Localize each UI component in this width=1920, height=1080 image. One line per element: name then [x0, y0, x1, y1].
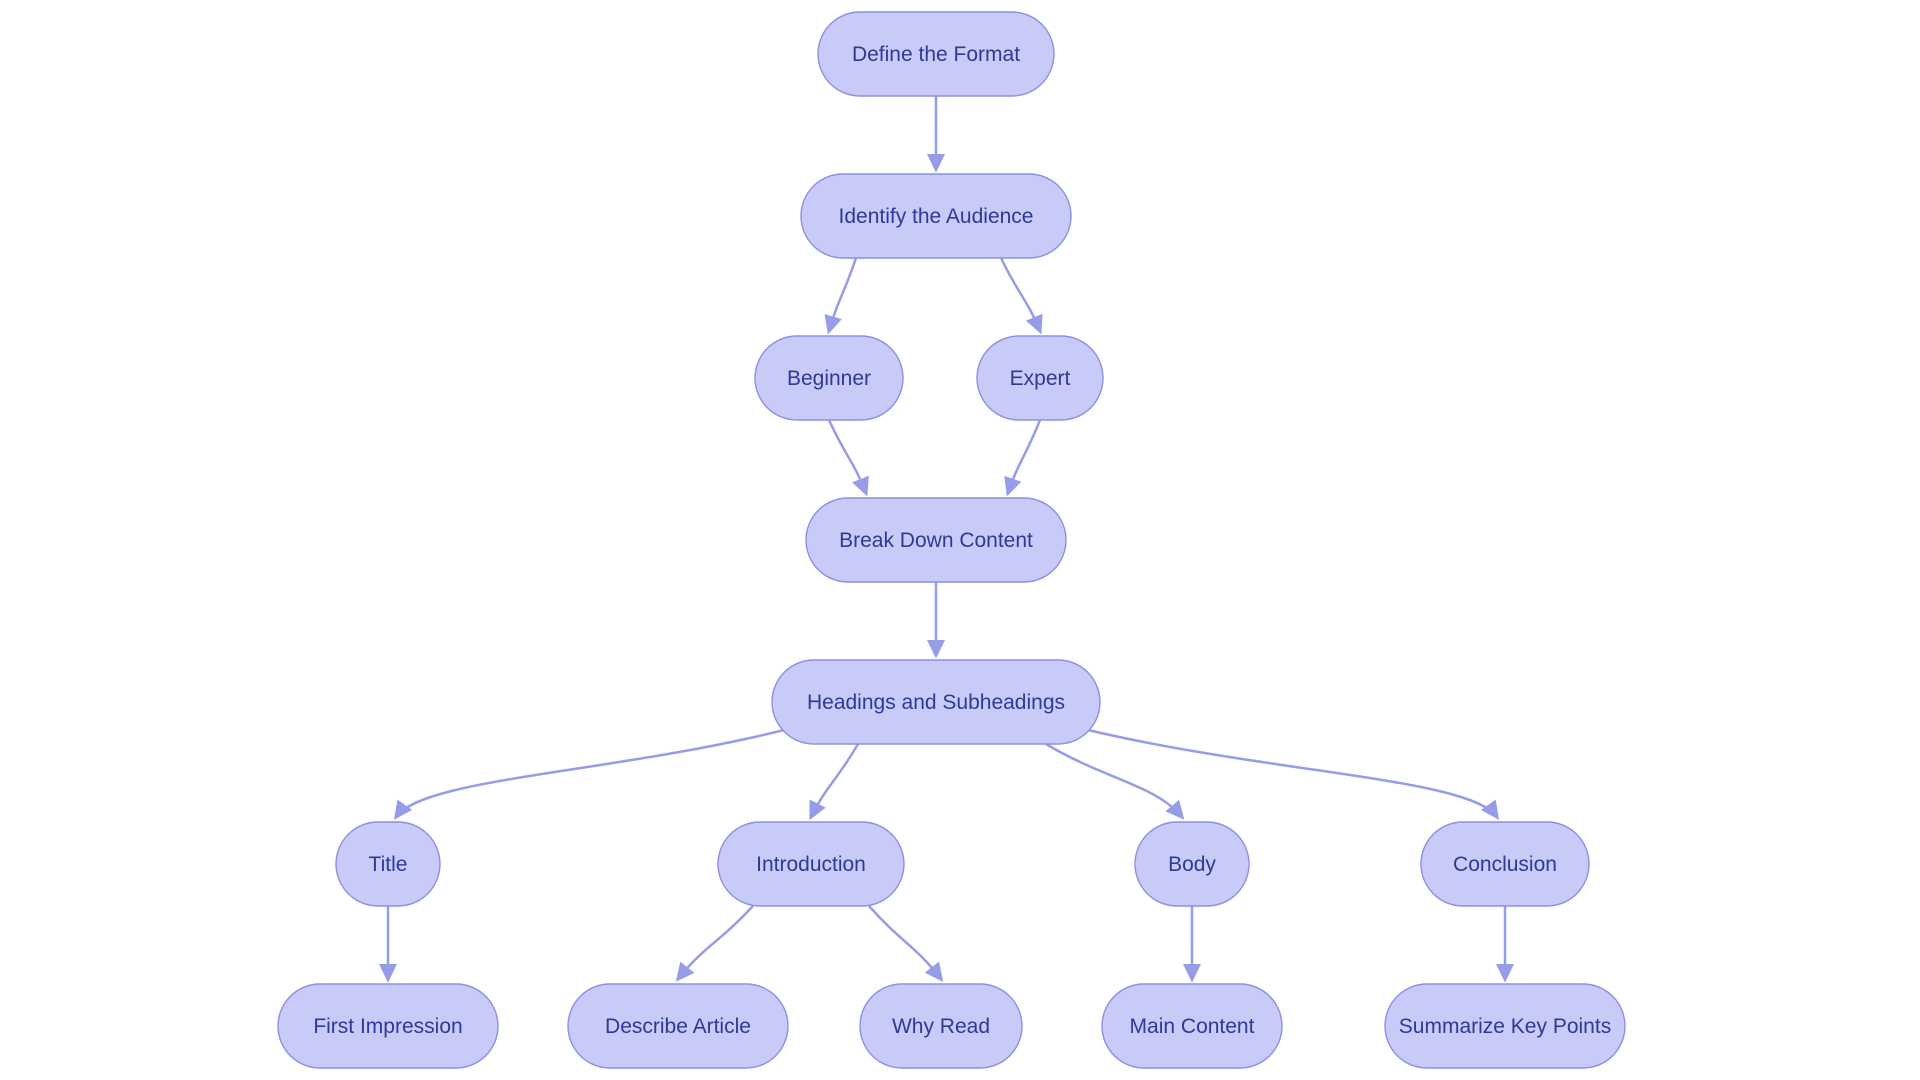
- edge-beginner-to-break_down_content: [827, 419, 869, 497]
- node-label-beginner: Beginner: [787, 367, 871, 390]
- node-shape-beginner: [754, 335, 904, 421]
- edge-introduction-to-describe_article: [675, 905, 754, 982]
- edge-identify_audience-to-beginner: [824, 257, 858, 335]
- node-label-identify_audience: Identify the Audience: [839, 205, 1034, 228]
- node-shape-summarize_key_points: [1384, 983, 1626, 1069]
- node-shape-title: [335, 821, 441, 907]
- node-body: Body: [1134, 821, 1250, 907]
- node-shape-conclusion: [1420, 821, 1590, 907]
- edge-identify_audience-to-expert: [999, 257, 1043, 335]
- edge-headings_subheadings-to-introduction: [809, 743, 860, 821]
- node-shape-break_down_content: [805, 497, 1067, 583]
- node-conclusion: Conclusion: [1420, 821, 1590, 907]
- edge-expert-to-break_down_content: [1004, 419, 1042, 497]
- node-main_content: Main Content: [1101, 983, 1283, 1069]
- node-identify_audience: Identify the Audience: [800, 173, 1072, 259]
- node-headings_subheadings: Headings and Subheadings: [771, 659, 1101, 745]
- edge-headings_subheadings-to-body: [1045, 742, 1185, 820]
- edges-layer: [379, 96, 1514, 983]
- node-label-describe_article: Describe Article: [605, 1015, 751, 1038]
- node-beginner: Beginner: [754, 335, 904, 421]
- edge-headings_subheadings-to-title: [393, 728, 785, 820]
- node-label-why_read: Why Read: [892, 1015, 990, 1038]
- node-first_impression: First Impression: [277, 983, 499, 1069]
- node-shape-introduction: [717, 821, 905, 907]
- node-summarize_key_points: Summarize Key Points: [1384, 983, 1626, 1069]
- node-label-first_impression: First Impression: [313, 1015, 462, 1038]
- node-shape-identify_audience: [800, 173, 1072, 259]
- node-shape-describe_article: [567, 983, 789, 1069]
- node-break_down_content: Break Down Content: [805, 497, 1067, 583]
- node-label-headings_subheadings: Headings and Subheadings: [807, 691, 1065, 714]
- node-shape-headings_subheadings: [771, 659, 1101, 745]
- node-shape-main_content: [1101, 983, 1283, 1069]
- node-label-body: Body: [1168, 853, 1216, 876]
- node-shape-define_format: [817, 11, 1055, 97]
- node-label-conclusion: Conclusion: [1453, 853, 1557, 876]
- node-label-break_down_content: Break Down Content: [839, 529, 1033, 552]
- node-describe_article: Describe Article: [567, 983, 789, 1069]
- node-shape-why_read: [859, 983, 1023, 1069]
- edge-introduction-to-why_read: [868, 905, 944, 982]
- node-define_format: Define the Format: [817, 11, 1055, 97]
- node-label-expert: Expert: [1010, 367, 1071, 390]
- node-label-main_content: Main Content: [1130, 1015, 1255, 1038]
- edge-headings_subheadings-to-conclusion: [1087, 728, 1500, 820]
- node-why_read: Why Read: [859, 983, 1023, 1069]
- node-shape-first_impression: [277, 983, 499, 1069]
- node-title: Title: [335, 821, 441, 907]
- node-expert: Expert: [976, 335, 1104, 421]
- node-label-summarize_key_points: Summarize Key Points: [1399, 1015, 1611, 1038]
- node-introduction: Introduction: [717, 821, 905, 907]
- node-shape-expert: [976, 335, 1104, 421]
- node-shape-body: [1134, 821, 1250, 907]
- node-label-title: Title: [369, 853, 408, 876]
- node-label-introduction: Introduction: [756, 853, 866, 876]
- node-label-define_format: Define the Format: [852, 43, 1020, 66]
